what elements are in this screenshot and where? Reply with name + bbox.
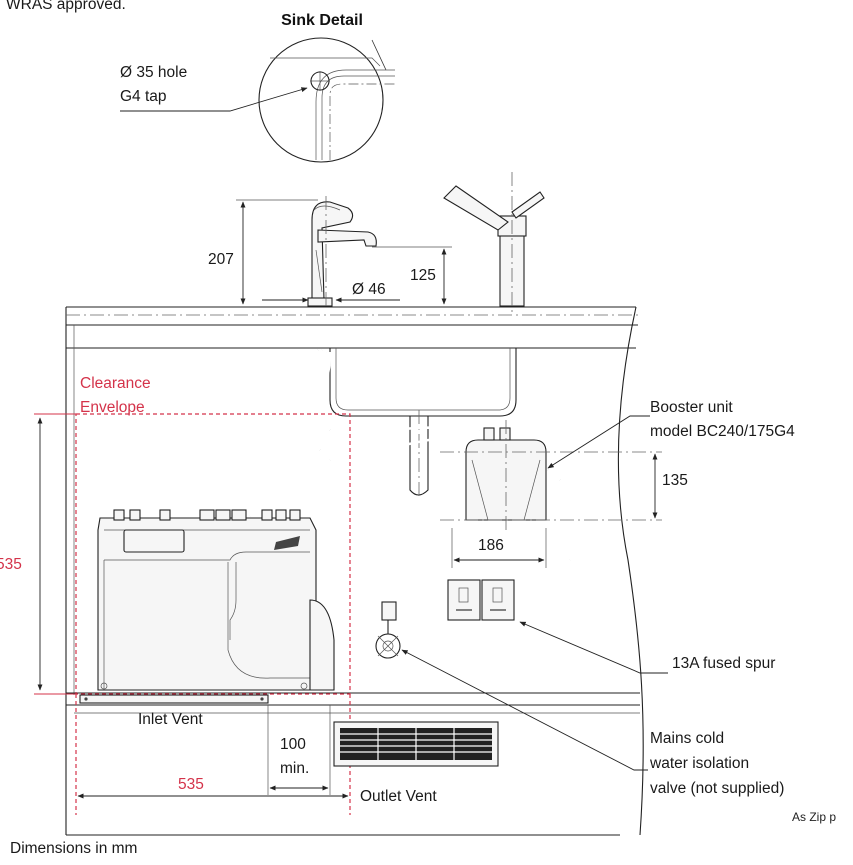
clearance-label-1: Clearance <box>80 375 151 392</box>
booster-label-2: model BC240/175G4 <box>650 423 795 440</box>
clearance-width-dim: 535 <box>178 776 204 793</box>
boiler-unit <box>97 509 335 691</box>
zip-tap: 207 125 Ø 46 <box>208 196 452 310</box>
sink-hole-label-1: Ø 35 hole <box>120 64 187 81</box>
cabinet <box>65 306 644 836</box>
valve-label-1: Mains cold <box>650 730 724 747</box>
sink-hole-label-2: G4 tap <box>120 88 167 105</box>
spur-label: 13A fused spur <box>672 655 775 672</box>
outlet-vent-label: Outlet Vent <box>360 788 437 805</box>
vents: Inlet Vent 100 min. Outlet Vent <box>79 694 499 805</box>
vent-gap-unit: min. <box>280 760 309 777</box>
tap-base-dim: Ø 46 <box>352 281 386 298</box>
valve-label-2: water isolation <box>649 755 749 772</box>
valve-label-3: valve (not supplied) <box>650 780 784 797</box>
sink-detail: Sink Detail Ø 35 hole G4 tap <box>120 12 395 163</box>
booster-label-1: Booster unit <box>650 399 733 416</box>
vent-gap-dim: 100 <box>280 736 306 753</box>
sink-bowl <box>329 348 517 500</box>
tap-spout-dim: 125 <box>410 267 436 284</box>
valve-callout: Mains cold water isolation valve (not su… <box>401 649 784 797</box>
clearance-label-2: Envelope <box>80 399 145 416</box>
booster-width-dim: 186 <box>478 537 504 554</box>
booster-height-dim: 135 <box>662 472 688 489</box>
tap-height-dim: 207 <box>208 251 234 268</box>
sink-detail-title: Sink Detail <box>281 12 363 29</box>
worktop <box>65 306 640 349</box>
mixer-tap <box>443 172 545 312</box>
clearance-envelope: 535 Clearance Envelope 535 <box>0 375 351 815</box>
hoses <box>116 349 578 692</box>
clearance-height-dim: 535 <box>0 556 22 573</box>
footer-units: Dimensions in mm <box>10 840 137 857</box>
booster-unit: 135 186 Booster unit model BC240/175G4 <box>440 399 795 568</box>
fused-spurs: 13A fused spur <box>447 579 775 674</box>
isolation-valve <box>375 601 401 659</box>
footer-fragment: As Zip p <box>792 810 836 824</box>
inlet-vent-label: Inlet Vent <box>138 711 203 728</box>
header-fragment: WRAS approved. <box>6 0 126 13</box>
